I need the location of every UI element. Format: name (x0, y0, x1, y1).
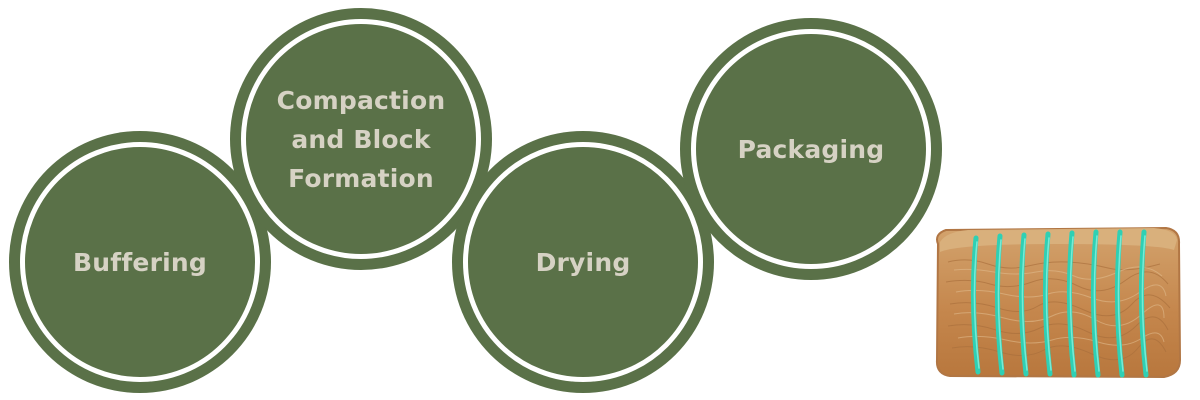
bale-strap (1114, 229, 1125, 378)
step-drying-label: Drying (535, 247, 631, 277)
bale-strap (1066, 230, 1077, 378)
bale-strap (970, 235, 981, 375)
bale-strap (1042, 231, 1053, 377)
step-drying: Drying (452, 131, 714, 393)
bale-strap (1018, 232, 1029, 377)
step-packaging: Packaging (680, 18, 942, 280)
coir-bale-image (935, 226, 1182, 379)
step-compaction-label: Compaction and Block Formation (276, 85, 446, 193)
step-compaction: Compaction and Block Formation (230, 8, 492, 270)
step-buffering-label: Buffering (73, 247, 207, 277)
step-buffering: Buffering (9, 131, 271, 393)
bale-strap (1138, 229, 1149, 378)
step-packaging-label: Packaging (737, 134, 885, 164)
bale-strap (994, 233, 1005, 376)
bale-strap (1090, 229, 1101, 378)
